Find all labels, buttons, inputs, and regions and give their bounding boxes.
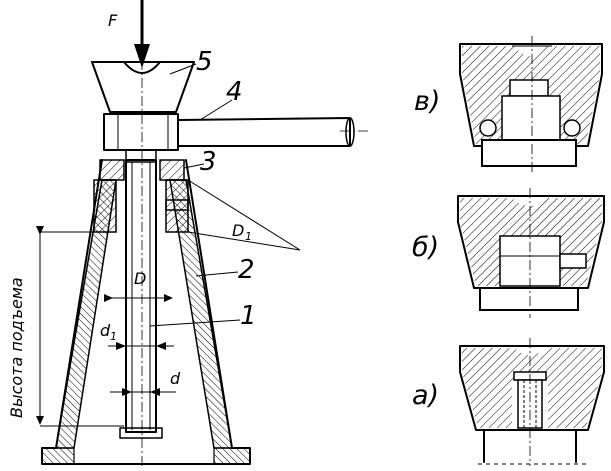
variant-v-bearing-left: [479, 119, 497, 137]
label-view-b: б): [412, 232, 439, 263]
label-part-1: 1: [240, 301, 257, 331]
variant-a-drawing: [459, 338, 605, 466]
label-dim-D: D: [134, 269, 146, 288]
leader-1: [149, 319, 241, 327]
screw-end-washer: [119, 427, 163, 439]
label-part-5: 5: [196, 47, 213, 77]
screw-part-1: [125, 159, 157, 433]
main-jack-drawing: [36, 0, 370, 468]
nut-collar-left: [99, 159, 125, 181]
leader-5: [169, 63, 197, 75]
dim-d1-arrow-left: [116, 342, 126, 350]
body-left-wall: [55, 179, 117, 449]
body-right-wall: [169, 179, 233, 449]
base-flange-left: [41, 447, 75, 465]
dim-d1-arrow-right: [156, 342, 166, 350]
head-block: [103, 113, 179, 151]
variant-b-pin: [559, 253, 587, 269]
dim-d-arrow-left: [122, 388, 132, 396]
base-flange-right: [213, 447, 251, 465]
dim-D1-ext-2: [187, 231, 301, 251]
label-part-3: 3: [200, 147, 217, 177]
variant-b-base: [479, 287, 579, 311]
label-force: F: [108, 11, 118, 30]
label-lift-height: Высота подъема: [7, 277, 26, 418]
neck: [125, 149, 157, 163]
label-dim-d1-sub: 1: [110, 330, 117, 343]
leader-4: [199, 99, 233, 121]
dim-d-arrow-right: [150, 388, 160, 396]
leader-2: [195, 271, 239, 277]
cup-part-5: [91, 61, 195, 113]
variant-b-drawing: [457, 188, 605, 318]
variant-v-bolt-head: [509, 79, 549, 97]
label-view-a: а): [412, 380, 439, 411]
variant-a-hatch: [462, 348, 602, 428]
handle-bar-part-4: [177, 117, 351, 147]
label-dim-d1: d: [100, 321, 111, 340]
label-part-2: 2: [238, 255, 255, 285]
variant-v-collar: [481, 139, 577, 167]
variant-v-bearing-right: [563, 119, 581, 137]
handle-end: [345, 117, 355, 147]
variant-b-cup: [457, 195, 605, 289]
label-dim-D1-sub: 1: [245, 230, 252, 243]
leader-3: [183, 163, 205, 169]
label-dim-d: d: [170, 369, 181, 388]
label-view-v: в): [414, 86, 440, 117]
label-part-4: 4: [226, 77, 243, 107]
force-arrowhead: [134, 44, 150, 68]
nut-collar-right: [159, 159, 185, 181]
label-dim-D1: D: [232, 221, 244, 240]
variant-a-cup: [459, 345, 605, 431]
variant-v-cup: [459, 43, 603, 147]
dim-D1-ext-1: [187, 179, 301, 251]
variant-v-drawing: [459, 36, 603, 172]
